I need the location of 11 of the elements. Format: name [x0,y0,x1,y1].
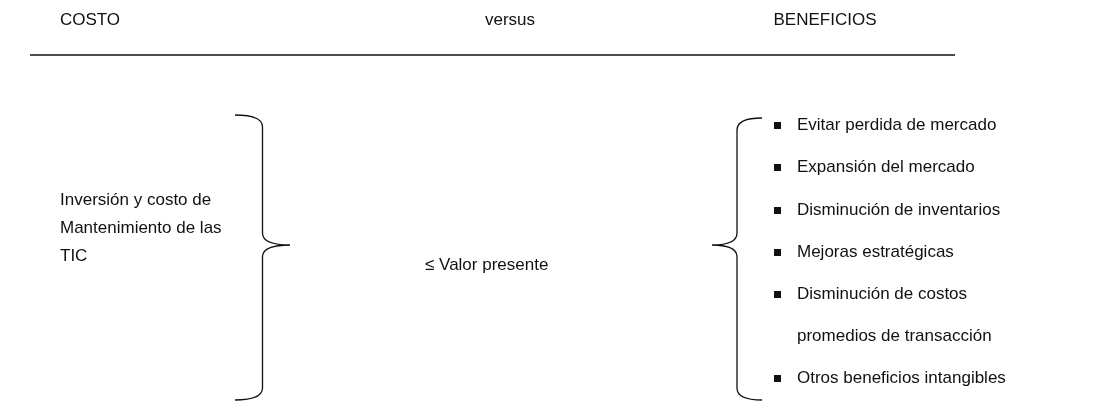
benefit-item: Otros beneficios intangibles [797,367,1006,389]
benefit-item: Mejoras estratégicas [797,241,954,263]
column-heading: COSTO [59,9,121,31]
column-heading: BENEFICIOS [773,9,877,31]
cost-text: Inversión y costo de Mantenimiento de las TIC [60,189,223,267]
column-heading: versus [484,9,536,31]
benefit-item: Disminución de inventarios [797,199,1001,221]
benefit-item: Evitar perdida de mercado [797,114,997,136]
value-text: ≤ Valor presente [425,254,549,276]
benefit-item: Expansión del mercado [797,156,975,178]
benefit-item: Disminución de costos promedios de transacción [797,283,993,347]
